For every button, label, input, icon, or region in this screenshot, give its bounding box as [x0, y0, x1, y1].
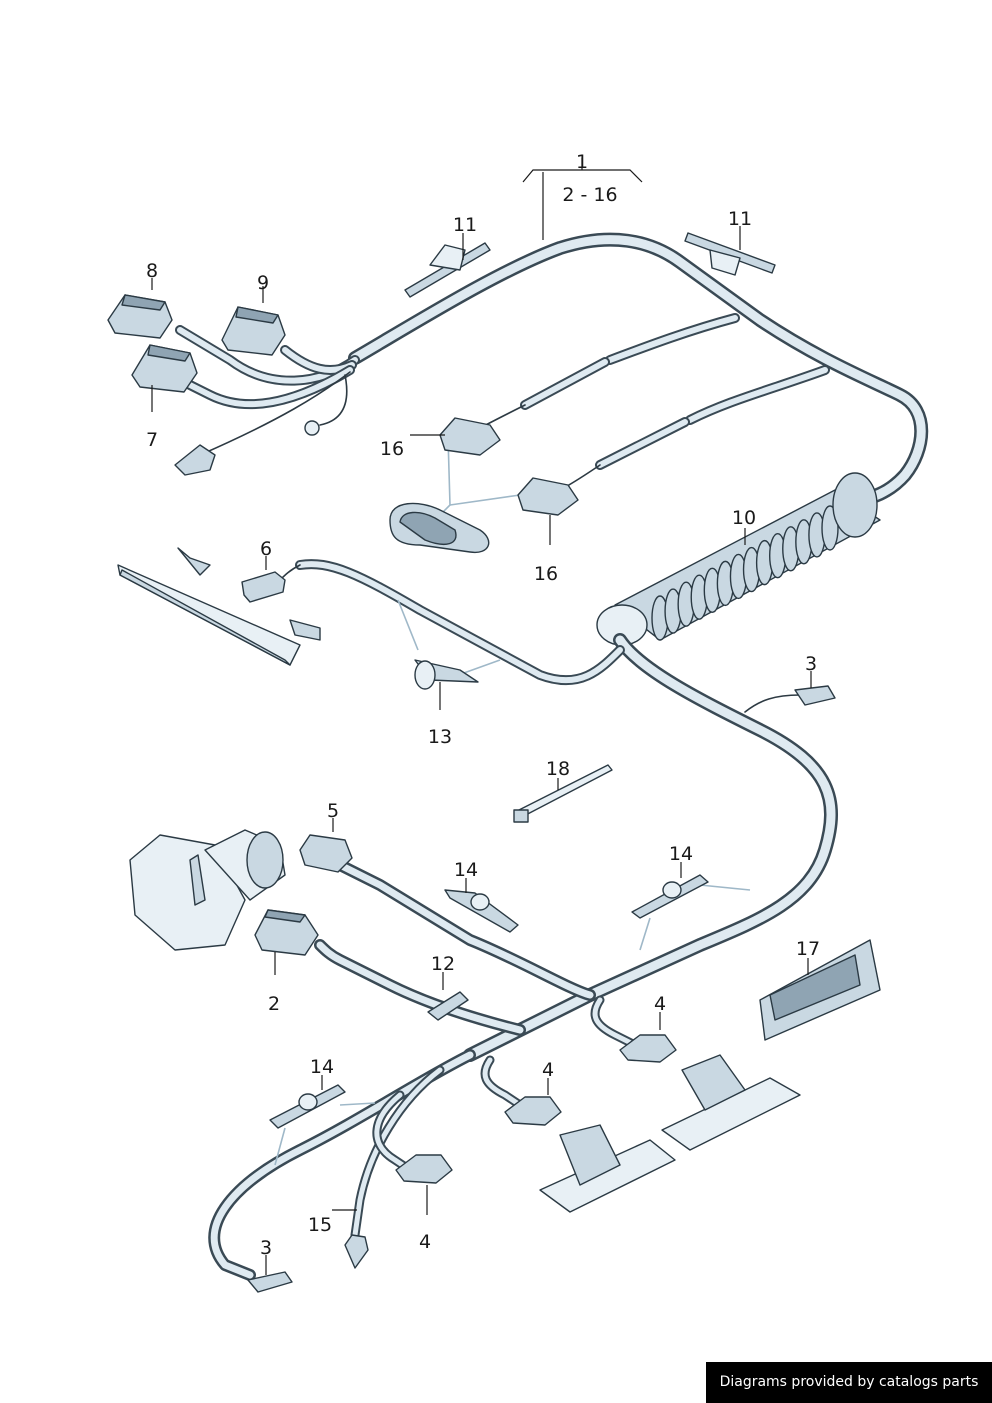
- hinge-plate-left: [539, 1124, 676, 1213]
- label-15: 15: [308, 1214, 332, 1236]
- hinge-plate-right: [661, 1054, 801, 1151]
- lower-harness: [208, 859, 640, 1281]
- connector-8: [107, 294, 173, 339]
- socket-grille: [389, 502, 490, 554]
- label-12: 12: [431, 953, 455, 975]
- clip-14-left: [269, 1084, 346, 1129]
- label-3-top: 3: [805, 653, 817, 675]
- connector-3-bottom: [247, 1271, 293, 1293]
- label-16-bottom: 16: [534, 563, 558, 585]
- label-7: 7: [146, 429, 158, 451]
- label-11-left: 11: [453, 214, 477, 236]
- label-1: 1: [576, 151, 588, 173]
- label-17: 17: [796, 938, 820, 960]
- connector-3-top: [794, 685, 836, 706]
- grommet-10: [596, 472, 881, 646]
- label-6: 6: [260, 538, 272, 560]
- label-11-right: 11: [728, 208, 752, 230]
- left-branches: [175, 325, 360, 456]
- clip-11-right: [684, 232, 776, 276]
- connector-9: [221, 306, 286, 356]
- label-8: 8: [146, 260, 158, 282]
- clip-14-mid: [444, 889, 519, 933]
- label-14-left: 14: [310, 1056, 334, 1078]
- label-9: 9: [257, 272, 269, 294]
- middle-harness: [279, 559, 838, 1062]
- connector-4-mid: [504, 1096, 562, 1126]
- label-14-mid: 14: [454, 859, 478, 881]
- label-4-left: 4: [419, 1231, 431, 1253]
- clip-14-right: [631, 874, 709, 919]
- reference-lines: [274, 436, 751, 1166]
- leader-lines: [151, 158, 812, 1275]
- clip-12: [427, 991, 469, 1021]
- label-1-range: 2 - 16: [562, 184, 617, 206]
- clip-13: [414, 659, 479, 690]
- connector-4-right: [619, 1034, 677, 1063]
- label-4-right: 4: [654, 993, 666, 1015]
- sensor-tip: [174, 420, 320, 476]
- label-16-top: 16: [380, 438, 404, 460]
- sensor-15: [344, 1234, 369, 1269]
- cable-tie-18: [513, 764, 613, 823]
- label-14-right: 14: [669, 843, 693, 865]
- label-4-mid: 4: [542, 1059, 554, 1081]
- connector-6: [241, 571, 286, 603]
- connector-16-bottom: [517, 477, 579, 516]
- branches-16: [479, 313, 830, 491]
- motor: [129, 829, 286, 951]
- connector-5: [299, 834, 353, 873]
- connector-16-top: [439, 417, 501, 456]
- upper-harness-loop: [348, 232, 929, 507]
- label-2: 2: [268, 993, 280, 1015]
- label-5: 5: [327, 800, 339, 822]
- label-13: 13: [428, 726, 452, 748]
- label-3-bottom: 3: [260, 1237, 272, 1259]
- connector-2: [254, 909, 319, 956]
- light-strip-panel: [117, 547, 321, 666]
- callout-labels: 1 2 - 16 8 9 7 11 11 16 16 10 6 13 3 18 …: [146, 151, 820, 1259]
- connector-4-left: [395, 1154, 453, 1184]
- connector-7: [131, 344, 198, 393]
- credit-footer: Diagrams provided by catalogs parts: [706, 1362, 992, 1403]
- fuse-box-17: [759, 939, 881, 1041]
- clip-11-left: [404, 242, 491, 298]
- label-18: 18: [546, 758, 570, 780]
- label-10: 10: [732, 507, 756, 529]
